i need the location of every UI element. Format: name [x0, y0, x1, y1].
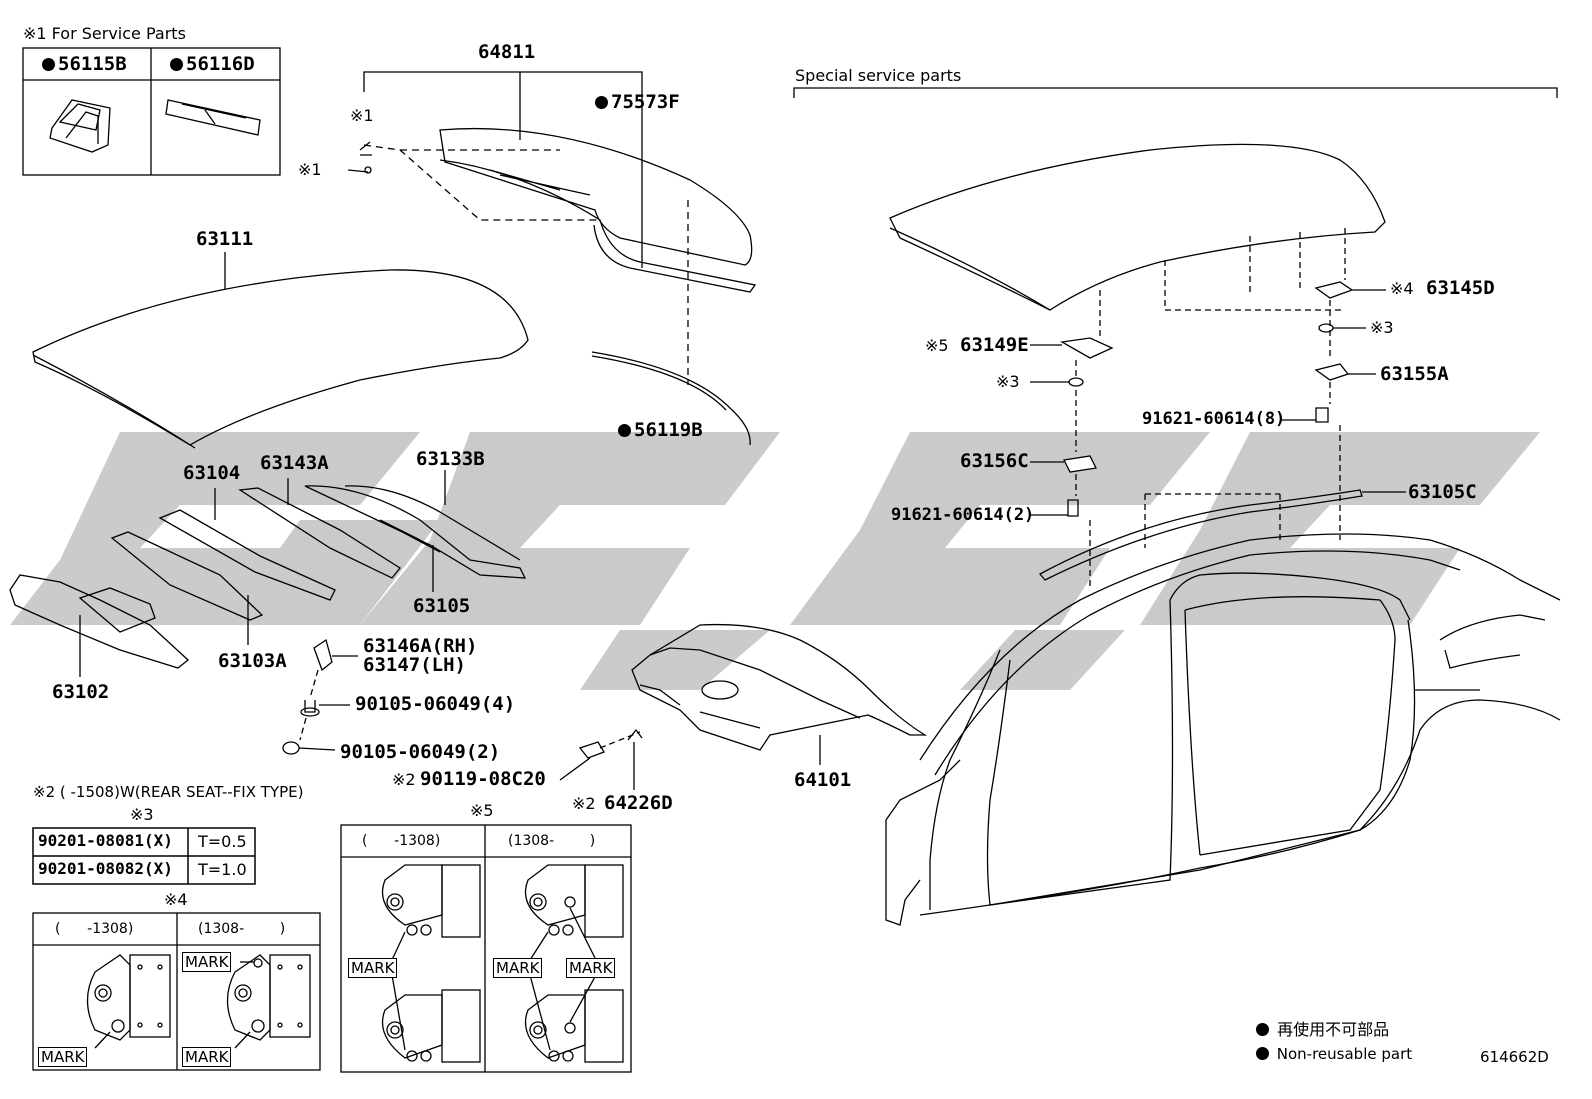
table3-title: ※3: [130, 805, 154, 824]
legend-en-text: Non-reusable part: [1276, 1045, 1413, 1063]
part-75573f-number: 75573F: [611, 91, 680, 113]
non-reusable-dot-icon: [618, 424, 631, 437]
special-service-title: Special service parts: [795, 66, 962, 85]
table3-row1-part: 90201-08081(X): [38, 831, 173, 850]
table5-col2: (1308- ): [508, 833, 596, 849]
reference-code: 614662D: [1480, 1048, 1549, 1066]
note-4: ※4: [1390, 279, 1414, 298]
legend-en: Non-reusable part: [1256, 1047, 1412, 1062]
part-64811: 64811: [478, 41, 536, 63]
part-63102: 63102: [52, 681, 110, 703]
part-56115b-number: 56115B: [58, 53, 127, 75]
bolt-91621-60614-2: 91621-60614(2): [891, 505, 1035, 525]
table3-row2-t: T=1.0: [198, 860, 247, 879]
part-56119b-number: 56119B: [634, 419, 703, 441]
part-56116d: 56116D: [170, 55, 255, 74]
footnote-2: ※2 ( -1508)W(REAR SEAT--FIX TYPE): [33, 783, 304, 801]
bolt-90119-08c20: 90119-08C20: [420, 768, 546, 790]
table3-row2-part: 90201-08082(X): [38, 859, 173, 878]
mark-label: MARK: [566, 958, 616, 978]
part-63145d: 63145D: [1426, 277, 1495, 299]
table4-col2: (1308- ): [198, 921, 286, 937]
part-63105c: 63105C: [1408, 481, 1477, 503]
note-3b: ※3: [996, 372, 1020, 391]
service-parts-title: ※1 For Service Parts: [23, 24, 186, 43]
part-63104: 63104: [183, 462, 241, 484]
part-63149e: 63149E: [960, 334, 1029, 356]
part-63156c: 63156C: [960, 450, 1029, 472]
part-56119b: 56119B: [618, 421, 703, 440]
table4-title: ※4: [164, 890, 188, 909]
bolt-90105-06049-2: 90105-06049(2): [340, 741, 501, 763]
non-reusable-dot-icon: [170, 58, 183, 71]
note-2b: ※2: [572, 794, 596, 813]
mark-label: MARK: [493, 958, 543, 978]
table3-row1-t: T=0.5: [198, 832, 247, 851]
table4-col1: ( -1308): [55, 921, 134, 937]
table5-title: ※5: [470, 801, 494, 820]
part-63133b: 63133B: [416, 448, 485, 470]
part-63111: 63111: [196, 228, 254, 250]
table5-col1: ( -1308): [362, 833, 441, 849]
part-63146a: 63146A(RH): [363, 635, 478, 657]
legend-jp-text: 再使用不可部品: [1277, 1020, 1390, 1039]
part-63155a: 63155A: [1380, 363, 1449, 385]
bolt-91621-60614-8: 91621-60614(8): [1142, 409, 1286, 429]
non-reusable-dot-icon: [1256, 1023, 1269, 1036]
part-75573f: 75573F: [595, 93, 680, 112]
watermark-logo: [10, 432, 1540, 690]
part-56116d-number: 56116D: [186, 53, 255, 75]
legend-jp: 再使用不可部品: [1256, 1022, 1389, 1038]
part-64226d: 64226D: [604, 792, 673, 814]
mark-label: MARK: [348, 958, 398, 978]
part-64101: 64101: [794, 769, 852, 791]
part-63143a: 63143A: [260, 452, 329, 474]
part-63147: 63147(LH): [363, 654, 466, 676]
note-5: ※5: [925, 336, 949, 355]
part-63103a: 63103A: [218, 650, 287, 672]
mark-label: MARK: [182, 952, 232, 972]
note-2a: ※2: [392, 770, 416, 789]
note-1b: ※1: [298, 160, 322, 179]
part-56115b: 56115B: [42, 55, 127, 74]
non-reusable-dot-icon: [1256, 1047, 1269, 1060]
bolt-90105-06049-4: 90105-06049(4): [355, 693, 516, 715]
mark-label: MARK: [182, 1047, 232, 1067]
non-reusable-dot-icon: [595, 96, 608, 109]
non-reusable-dot-icon: [42, 58, 55, 71]
note-3a: ※3: [1370, 318, 1394, 337]
part-63105: 63105: [413, 595, 471, 617]
mark-label: MARK: [38, 1047, 88, 1067]
note-1a: ※1: [350, 106, 374, 125]
